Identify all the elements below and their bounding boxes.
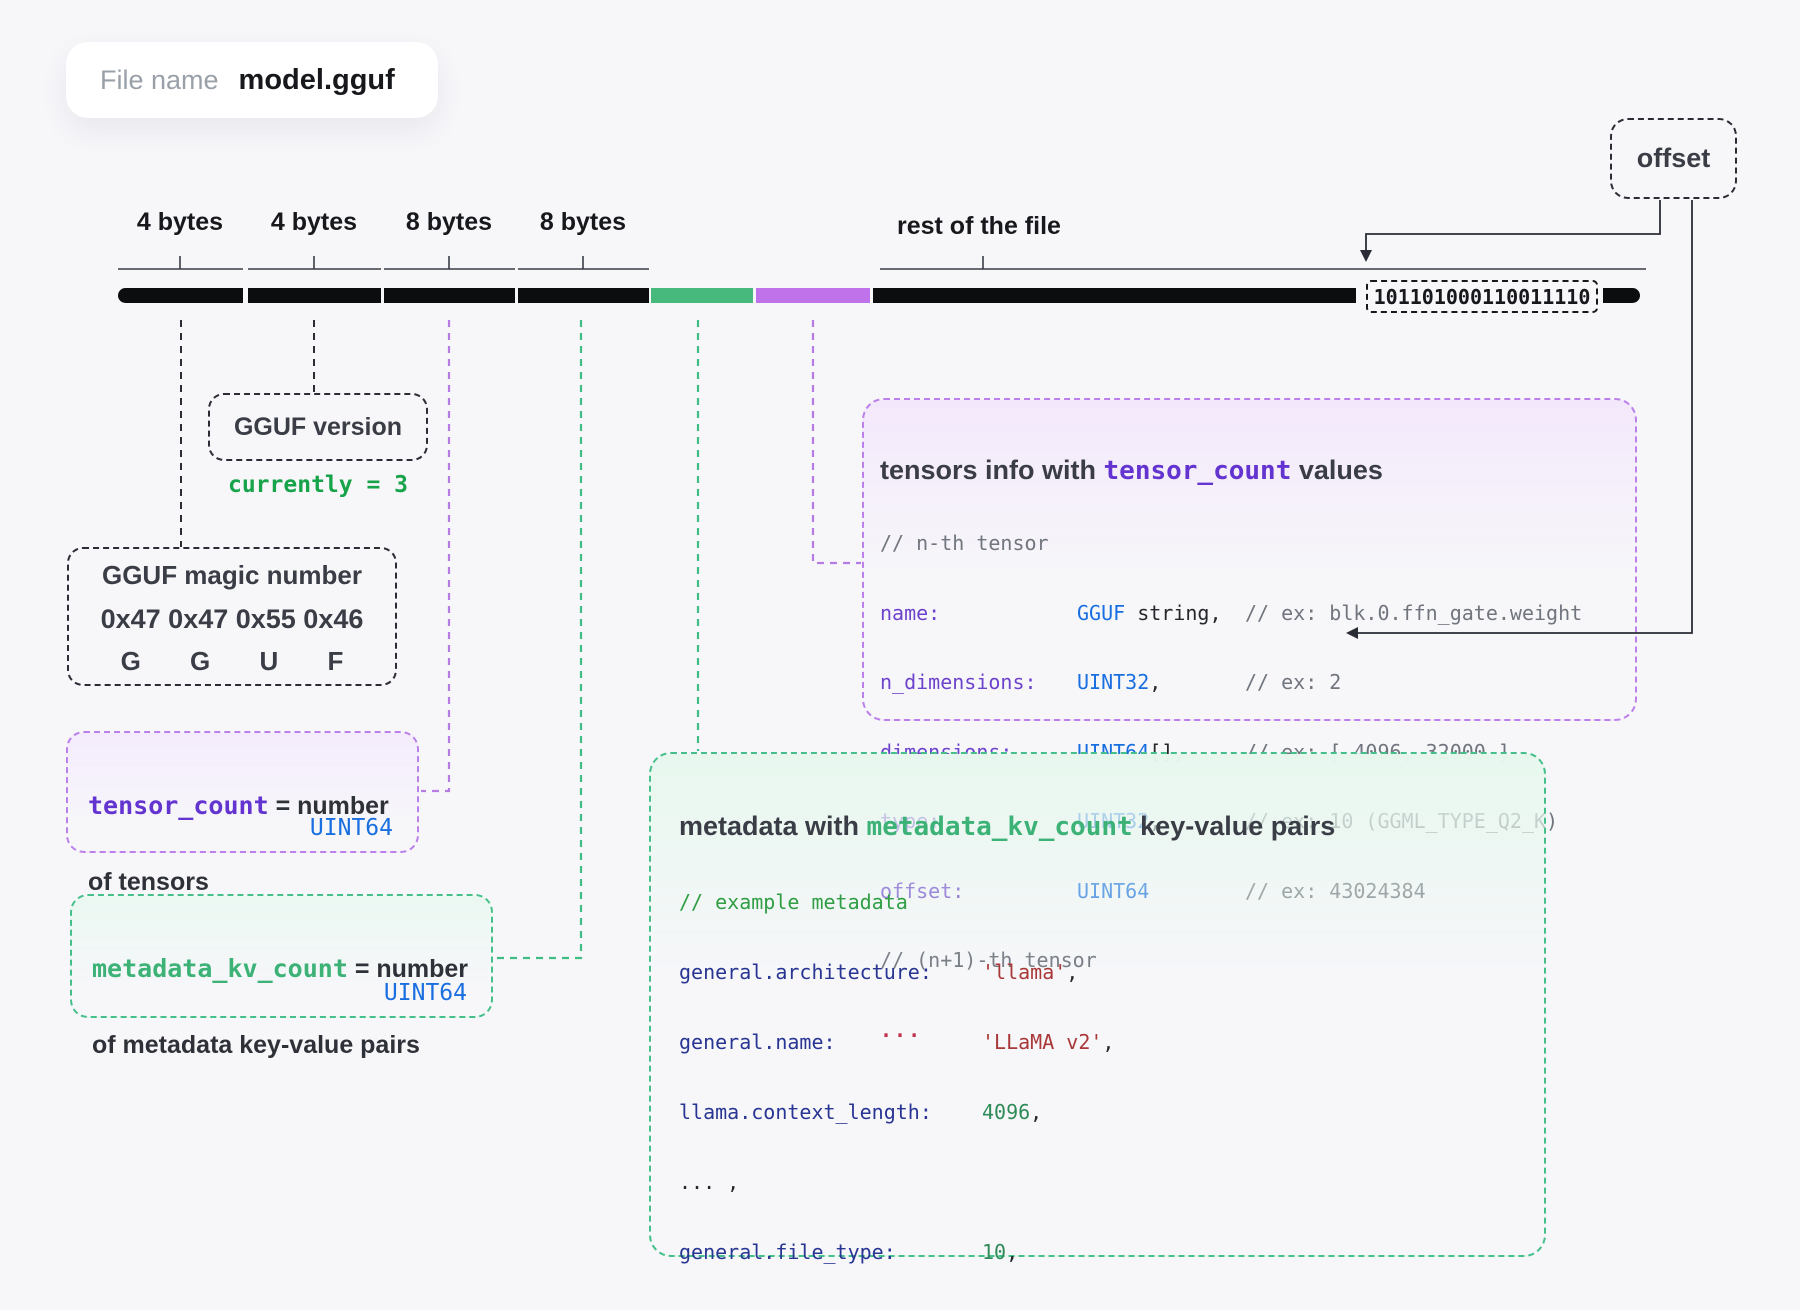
connector-tensor-count [421,320,451,793]
tensor-field-row: name:GGUF string,// ex: blk.0.ffn_gate.w… [880,600,1583,625]
byte-group-label-2: 4 bytes [270,208,358,236]
metadata-kv-count-box: metadata_kv_count = number of metadata k… [70,894,493,1059]
metadata-kv-count-code: metadata_kv_count [92,954,348,983]
tensors-info-title-code: tensor_count [1103,456,1292,486]
byte-group-label-3: 8 bytes [405,208,493,236]
bar-segment-version [248,288,381,303]
magic-number-title: GGUF magic number [101,559,363,590]
tensor-count-line2: of tensors [88,868,209,896]
binary-offset-value: 101101000110011110 [1373,284,1591,309]
binary-offset-value-box: 101101000110011110 [1366,280,1598,313]
metadata-kv-count-type: UINT64 [383,980,467,1006]
metadata-row: general.name:'LLaMA v2', [679,1030,1115,1054]
metadata-row: tokenizer.ggml.model:'llama', [679,1305,1544,1310]
magic-letter: G [120,645,141,676]
bracket-bytes-2 [248,256,381,270]
file-name-badge: File name model.gguf [66,42,438,118]
byte-group-label-1: 4 bytes [136,208,224,236]
metadata-row: llama.context_length:4096, [679,1100,1043,1124]
magic-number-letters: G G U F [96,641,368,681]
metadata-box: metadata with metadata_kv_count key-valu… [649,752,1546,1264]
bracket-bytes-1 [118,256,243,270]
metadata-comment: // example metadata [679,890,908,914]
gguf-magic-number-box: GGUF magic number 0x47 0x47 0x55 0x46 G … [67,547,397,686]
tensor-count-box: tensor_count = number of tensors UINT64 [66,731,419,896]
tensor-field-row: n_dimensions:UINT32,// ex: 2 [880,670,1342,694]
gguf-version-title: GGUF version [233,412,403,441]
bracket-bytes-4 [518,256,649,270]
metadata-row: general.file_type:10, [679,1240,1019,1264]
file-name-value: model.gguf [238,63,395,96]
file-name-label: File name [100,64,219,95]
offset-callout-label: offset [1636,143,1711,173]
bar-segment-rest [873,288,1356,303]
bar-segment-metadata [651,288,753,303]
metadata-ellipsis-row: ... , [679,1170,740,1194]
connector-tensors-info [811,320,861,565]
bracket-rest-of-file [880,256,1646,270]
metadata-kv-count-eq: = number [347,955,469,983]
metadata-kv-count-line2: of metadata key-value pairs [92,1031,420,1059]
metadata-title: metadata with metadata_kv_count key-valu… [679,811,1336,842]
bar-segment-metadata-kv-count [518,288,649,303]
bracket-bytes-3 [384,256,515,270]
bar-segment-tensor-count [384,288,515,303]
connector-metadata-kv-count [495,320,583,960]
metadata-title-code: metadata_kv_count [866,812,1133,842]
tensors-comment-top: // n-th tensor [880,531,1049,555]
arrowhead-down-icon [1360,250,1372,262]
bar-segment-magic [118,288,243,303]
gguf-version-box: GGUF version [208,393,428,461]
magic-letter: F [327,645,344,676]
magic-letter: G [190,645,211,676]
rest-of-file-label: rest of the file [897,212,1061,240]
bar-segment-tensors-info [756,288,870,303]
tensor-count-type: UINT64 [309,815,393,841]
magic-number-hex: 0x47 0x47 0x55 0x46 [100,603,364,634]
offset-line-to-binary [1365,200,1661,252]
tensors-info-title: tensors info with tensor_count values [880,455,1383,486]
tensor-count-eq: = number [268,792,389,820]
offset-callout-box: offset [1610,118,1737,199]
magic-letter: U [259,645,279,676]
gguf-version-note: currently = 3 [227,472,408,498]
metadata-row: general.architecture:'llama', [679,960,1079,984]
byte-group-label-4: 8 bytes [539,208,627,236]
tensor-count-code: tensor_count [88,791,269,820]
bar-segment-end [1603,288,1640,303]
tensors-info-box: tensors info with tensor_count values //… [862,398,1637,1042]
